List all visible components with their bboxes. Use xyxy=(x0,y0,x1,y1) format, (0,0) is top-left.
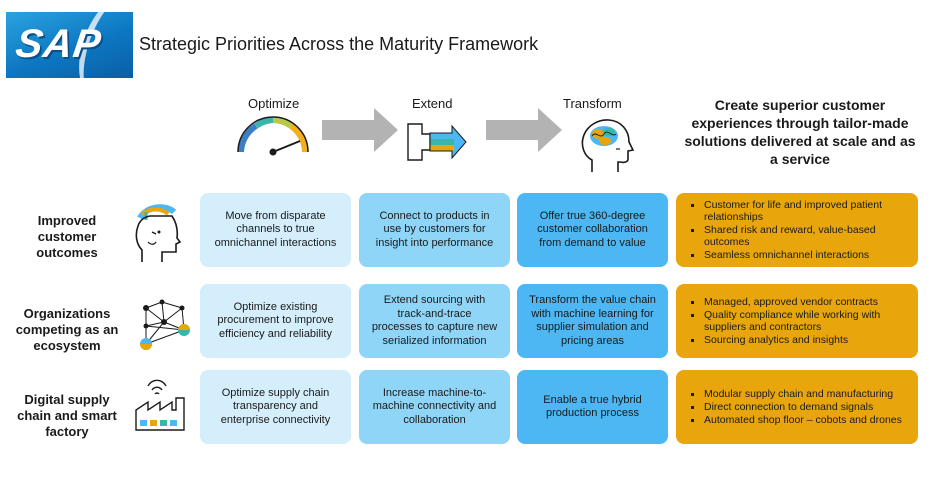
arrow-right-icon xyxy=(486,108,562,152)
brain-head-icon xyxy=(581,119,634,172)
cell-customer-optimize: Move from disparate channels to true omn… xyxy=(200,193,351,267)
row-label-customer-outcomes: Improved customer outcomes xyxy=(36,213,98,260)
cell-supply-transform: Enable a true hybrid production process xyxy=(517,370,668,444)
row-label-ecosystem: Organizations competing as an ecosystem xyxy=(15,306,119,353)
network-icon xyxy=(140,299,190,350)
extend-arrow-icon xyxy=(407,123,467,161)
goal-statement: Create superior customer experiences thr… xyxy=(684,97,916,167)
cell-supply-extend: Increase machine-to-machine connectivity… xyxy=(359,370,510,444)
cell-supply-optimize: Optimize supply chain transparency and e… xyxy=(200,370,351,444)
outcome-box-customer: Customer for life and improved patient r… xyxy=(676,193,918,267)
outcome-item: Seamless omnichannel interactions xyxy=(688,249,908,261)
cell-ecosystem-extend: Extend sourcing with track-and-trace pro… xyxy=(359,284,510,358)
cell-ecosystem-optimize: Optimize existing procurement to improve… xyxy=(200,284,351,358)
page-title: Strategic Priorities Across the Maturity… xyxy=(139,34,539,54)
outcome-item: Quality compliance while working with su… xyxy=(688,309,908,333)
cell-customer-transform: Offer true 360-degree customer collabora… xyxy=(517,193,668,267)
outcome-item: Shared risk and reward, value-based outc… xyxy=(688,224,908,248)
stage-label-extend: Extend xyxy=(412,96,453,111)
outcome-item: Automated shop floor – cobots and drones xyxy=(688,414,908,426)
sap-logo: SAP xyxy=(6,12,133,78)
cell-ecosystem-transform: Transform the value chain with machine l… xyxy=(517,284,668,358)
gauge-icon xyxy=(237,116,309,156)
outcome-item: Sourcing analytics and insights xyxy=(688,334,908,346)
outcome-box-supply-chain: Modular supply chain and manufacturing D… xyxy=(676,370,918,444)
cell-customer-extend: Connect to products in use by customers … xyxy=(359,193,510,267)
row-label-supply-chain: Digital supply chain and smart factory xyxy=(17,392,117,439)
outcome-item: Modular supply chain and manufacturing xyxy=(688,388,908,400)
logo-text: SAP xyxy=(12,22,105,66)
stage-label-optimize: Optimize xyxy=(248,96,300,111)
customer-head-icon xyxy=(135,204,182,262)
outcome-item: Direct connection to demand signals xyxy=(688,401,908,413)
stage-label-transform: Transform xyxy=(563,96,622,111)
smart-factory-icon xyxy=(135,379,185,431)
outcome-item: Managed, approved vendor contracts xyxy=(688,296,908,308)
outcome-box-ecosystem: Managed, approved vendor contracts Quali… xyxy=(676,284,918,358)
outcome-item: Customer for life and improved patient r… xyxy=(688,199,908,223)
arrow-right-icon xyxy=(322,108,398,152)
